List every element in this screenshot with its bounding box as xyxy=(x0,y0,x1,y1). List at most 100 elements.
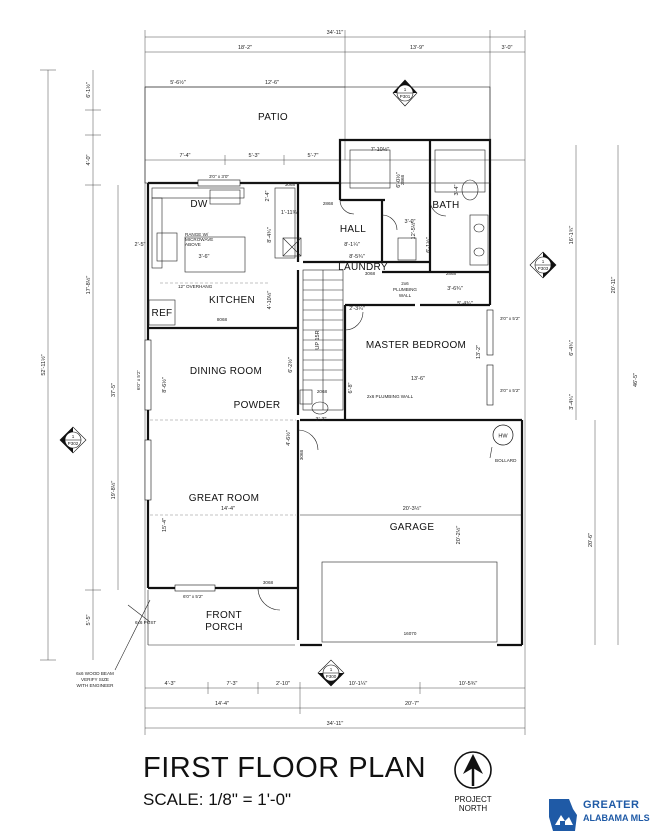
room-hall: HALL xyxy=(340,224,366,235)
svg-text:6x6 POST: 6x6 POST xyxy=(135,620,156,625)
svg-text:2'-10": 2'-10" xyxy=(276,681,290,687)
svg-text:3'0" x 5'2": 3'0" x 5'2" xyxy=(500,316,520,321)
door-swings xyxy=(257,199,447,611)
svg-text:MICROWAVE: MICROWAVE xyxy=(185,237,213,242)
north-indicator: PROJECT NORTH xyxy=(438,750,508,813)
room-ref: REF xyxy=(152,308,173,319)
garage-door xyxy=(321,561,498,643)
svg-text:RANGE W/: RANGE W/ xyxy=(185,232,209,237)
svg-text:3'0" x 5'2": 3'0" x 5'2" xyxy=(500,388,520,393)
section-tag-p303: 1 P303 xyxy=(529,251,557,279)
water-heater xyxy=(492,424,514,446)
svg-text:1'-11¾": 1'-11¾" xyxy=(281,210,299,216)
svg-text:12'-5½": 12'-5½" xyxy=(410,221,417,240)
svg-text:VERIFY SIZE: VERIFY SIZE xyxy=(81,677,109,682)
svg-text:12'-6": 12'-6" xyxy=(265,80,279,86)
room-kitchen: KITCHEN xyxy=(209,295,255,306)
room-powder: POWDER xyxy=(234,400,281,411)
room-bath: BATH xyxy=(432,200,459,211)
svg-text:8'-1¼": 8'-1¼" xyxy=(344,242,360,248)
svg-text:5'-4¾": 5'-4¾" xyxy=(457,301,473,307)
svg-text:P302: P302 xyxy=(68,441,79,446)
svg-text:20'-6": 20'-6" xyxy=(588,533,594,547)
north-label-2: NORTH xyxy=(458,804,488,813)
svg-text:14'-4": 14'-4" xyxy=(221,506,235,512)
plan-title: FIRST FLOOR PLAN xyxy=(143,752,427,784)
logo-line-1: GREATER xyxy=(583,799,640,811)
svg-text:3068: 3068 xyxy=(365,271,376,276)
svg-text:1: 1 xyxy=(542,259,545,264)
stair-label: UP 15R xyxy=(315,330,321,349)
svg-text:10'-1¼": 10'-1¼" xyxy=(349,681,368,687)
beam-leader xyxy=(114,599,151,671)
post-leader xyxy=(127,604,151,623)
hall-chase xyxy=(282,237,417,261)
svg-text:2'-5": 2'-5" xyxy=(135,242,146,248)
svg-text:34'-11": 34'-11" xyxy=(327,30,344,36)
svg-text:1: 1 xyxy=(330,667,333,672)
svg-text:7'-4": 7'-4" xyxy=(180,153,191,159)
section-tag-p300: 1 P300 xyxy=(317,659,345,687)
plan-scale: SCALE: 1/8" = 1'-0" xyxy=(143,790,292,809)
svg-text:1: 1 xyxy=(404,87,407,92)
svg-text:1: 1 xyxy=(72,434,75,439)
section-tag-p302: 1 P302 xyxy=(59,426,87,454)
svg-text:PLUMBING: PLUMBING xyxy=(393,287,417,292)
svg-text:6'-4¾": 6'-4¾" xyxy=(569,340,575,356)
svg-text:8'-4¾": 8'-4¾" xyxy=(267,227,273,243)
plan-notes: RANGE W/ MICROWAVE ABOVE 12" OVERHANG 2x… xyxy=(76,232,517,688)
svg-text:6'-0½": 6'-0½" xyxy=(395,172,402,188)
svg-text:BOLLARD: BOLLARD xyxy=(495,458,517,463)
svg-text:37'-5": 37'-5" xyxy=(111,383,117,397)
svg-text:P303: P303 xyxy=(538,266,549,271)
dimension-text: 34'-11" 18'-2" 13'-9" 3'-0" 5'-6½" 12'-6… xyxy=(40,30,639,727)
room-dw: DW xyxy=(190,199,208,210)
svg-text:6'0" x 5'2": 6'0" x 5'2" xyxy=(136,370,141,390)
svg-text:20'-11": 20'-11" xyxy=(611,277,617,294)
room-front-porch-2: PORCH xyxy=(205,622,243,633)
window-markers xyxy=(144,179,494,592)
svg-text:5'-6½": 5'-6½" xyxy=(170,79,186,86)
logo-emblem-icon xyxy=(549,799,577,831)
svg-text:2868: 2868 xyxy=(446,271,457,276)
svg-text:6'-1½": 6'-1½" xyxy=(425,237,432,253)
svg-text:14'-4": 14'-4" xyxy=(215,701,229,707)
room-front-porch-1: FRONT xyxy=(206,610,242,621)
svg-text:10'-5¾": 10'-5¾" xyxy=(459,681,478,687)
svg-text:6'-1½": 6'-1½" xyxy=(85,82,92,98)
svg-text:8'-6½": 8'-6½" xyxy=(161,377,168,393)
svg-text:8'-5¾": 8'-5¾" xyxy=(349,254,365,260)
patio-outline xyxy=(144,86,491,184)
svg-text:P300: P300 xyxy=(326,674,337,679)
svg-text:20'-3½": 20'-3½" xyxy=(403,505,422,512)
svg-text:2'-3¼": 2'-3¼" xyxy=(349,306,365,312)
svg-text:ABOVE: ABOVE xyxy=(185,242,201,247)
kitchen-fixtures xyxy=(148,187,296,326)
dimension-lines xyxy=(40,30,619,735)
svg-text:6'-2½": 6'-2½" xyxy=(287,357,294,373)
svg-text:6'0" x 5'2": 6'0" x 5'2" xyxy=(183,594,203,599)
svg-text:4'-3": 4'-3" xyxy=(165,681,176,687)
svg-text:16'-1¾": 16'-1¾" xyxy=(569,226,575,245)
svg-text:3'-6¾": 3'-6¾" xyxy=(447,286,463,292)
room-labels: PATIO KITCHEN DW REF HALL LAUNDRY BATH M… xyxy=(152,112,466,633)
room-great-room: GREAT ROOM xyxy=(189,493,259,504)
svg-text:6x6 WOOD BEAM: 6x6 WOOD BEAM xyxy=(76,671,114,676)
staircase xyxy=(302,269,344,411)
svg-text:6'-8": 6'-8" xyxy=(348,382,354,393)
section-tag-p301: 1 P301 xyxy=(392,79,418,107)
svg-text:52'-11½": 52'-11½" xyxy=(40,354,47,375)
svg-text:2x6 PLUMBING WALL: 2x6 PLUMBING WALL xyxy=(367,394,414,399)
room-dining: DINING ROOM xyxy=(190,366,262,377)
svg-text:5'-3": 5'-3" xyxy=(249,153,260,159)
svg-text:3068: 3068 xyxy=(299,449,304,460)
room-master-bedroom: MASTER BEDROOM xyxy=(366,340,466,351)
svg-text:3'-0": 3'-0" xyxy=(502,45,513,51)
svg-text:P301: P301 xyxy=(400,94,411,99)
svg-text:4'-10½": 4'-10½" xyxy=(266,291,273,310)
hw-label: HW xyxy=(498,434,508,440)
svg-text:13'-2": 13'-2" xyxy=(476,345,482,359)
svg-text:20'-7": 20'-7" xyxy=(405,701,419,707)
svg-text:12" OVERHANG: 12" OVERHANG xyxy=(178,284,213,289)
svg-text:13'-9": 13'-9" xyxy=(410,45,424,51)
